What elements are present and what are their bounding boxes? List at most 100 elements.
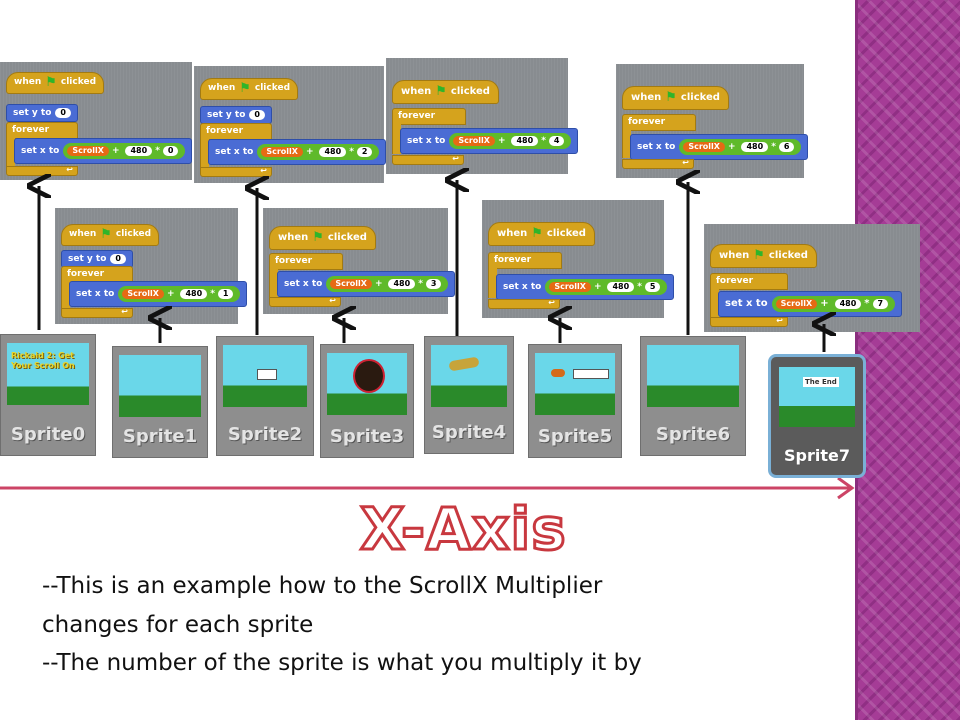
plus-operator[interactable]: ScrollX + 480 * 0	[63, 143, 186, 159]
multiply-operator[interactable]: 480 * 0	[122, 145, 182, 157]
sprite-label: Sprite3	[329, 426, 405, 447]
caption-line-1: --This is an example how to the ScrollX …	[42, 573, 603, 599]
forever-block[interactable]: forever	[269, 253, 343, 270]
base-value[interactable]: 480	[388, 279, 416, 289]
forever-foot: ↩	[710, 317, 788, 327]
scrollx-variable[interactable]: ScrollX	[683, 142, 725, 152]
set-x-block[interactable]: set x to ScrollX + 480 * 6	[630, 134, 809, 160]
when-flag-clicked-block[interactable]: when ⚑ clicked	[269, 226, 376, 250]
scrollx-variable[interactable]: ScrollX	[122, 289, 164, 299]
sprite-tile-5[interactable]: Sprite5	[528, 344, 622, 458]
plus-operator[interactable]: ScrollX + 480 * 6	[679, 139, 802, 155]
plus-operator[interactable]: ScrollX + 480 * 2	[257, 144, 380, 160]
sprite-label: Sprite6	[655, 424, 731, 445]
multiply-operator[interactable]: 480 * 7	[831, 298, 892, 310]
set-x-block[interactable]: set x to ScrollX + 480 * 1	[69, 281, 248, 307]
times-sign: *	[349, 146, 354, 157]
when-flag-clicked-block[interactable]: when ⚑ clicked	[200, 78, 299, 100]
sprite-tile-1[interactable]: Sprite1	[112, 346, 208, 458]
set-y-label: set y to	[13, 107, 52, 118]
when-flag-clicked-block[interactable]: when ⚑ clicked	[622, 86, 729, 110]
set-x-block[interactable]: set x to ScrollX + 480 * 2	[208, 139, 387, 165]
times-sign: *	[637, 281, 642, 292]
forever-block[interactable]: forever	[488, 252, 562, 269]
set-x-label: set x to	[76, 288, 115, 299]
multiplier-value[interactable]: 7	[872, 299, 889, 309]
scrollx-variable[interactable]: ScrollX	[775, 299, 818, 309]
multiplier-value[interactable]: 1	[217, 289, 234, 299]
plus-operator[interactable]: ScrollX + 480 * 3	[326, 276, 449, 292]
when-flag-clicked-block[interactable]: when ⚑ clicked	[61, 224, 160, 246]
loop-arrow-icon: ↩	[121, 307, 128, 316]
scrollx-variable[interactable]: ScrollX	[67, 146, 109, 156]
forever-block[interactable]: forever	[200, 123, 272, 140]
clicked-label: clicked	[768, 249, 808, 261]
forever-arm	[61, 280, 70, 308]
when-label: when	[497, 227, 528, 239]
base-value[interactable]: 480	[834, 299, 862, 309]
sprite-thumbnail: The End	[779, 367, 855, 427]
when-label: when	[208, 83, 236, 93]
set-y-value[interactable]: 0	[249, 110, 265, 120]
sprite-tile-3[interactable]: Sprite3	[320, 344, 414, 458]
scrollx-variable[interactable]: ScrollX	[261, 147, 303, 157]
set-x-block[interactable]: set x to ScrollX + 480 * 7	[718, 291, 903, 317]
multiplier-value[interactable]: 2	[356, 147, 373, 157]
set-x-block[interactable]: set x to ScrollX + 480 * 3	[277, 271, 456, 297]
x-axis-title: X-Axis	[359, 494, 568, 565]
base-value[interactable]: 480	[741, 142, 769, 152]
multiplier-value[interactable]: 4	[548, 136, 565, 146]
multiplier-value[interactable]: 3	[425, 279, 442, 289]
multiply-operator[interactable]: 480 * 2	[316, 146, 376, 158]
plus-operator[interactable]: ScrollX + 480 * 7	[771, 296, 896, 312]
scrollx-variable[interactable]: ScrollX	[549, 282, 591, 292]
multiply-operator[interactable]: 480 * 5	[604, 281, 664, 293]
multiplier-value[interactable]: 5	[644, 282, 661, 292]
green-flag-icon: ⚑	[100, 227, 112, 242]
set-y-value[interactable]: 0	[55, 108, 71, 118]
forever-block[interactable]: forever	[622, 114, 696, 131]
multiply-operator[interactable]: 480 * 6	[738, 141, 798, 153]
multiply-operator[interactable]: 480 * 3	[385, 278, 445, 290]
sprite-tile-2[interactable]: Sprite2	[216, 336, 314, 456]
multiply-operator[interactable]: 480 * 4	[508, 135, 568, 147]
forever-block[interactable]: forever	[392, 108, 466, 125]
loop-arrow-icon: ↩	[682, 158, 689, 167]
plus-operator[interactable]: ScrollX + 480 * 4	[449, 133, 572, 149]
multiply-operator[interactable]: 480 * 1	[177, 288, 237, 300]
base-value[interactable]: 480	[125, 146, 153, 156]
plus-operator[interactable]: ScrollX + 480 * 5	[545, 279, 668, 295]
sprite-tile-7-selected[interactable]: The End Sprite7	[768, 354, 866, 478]
green-flag-icon: ⚑	[45, 75, 57, 90]
when-flag-clicked-block[interactable]: when ⚑ clicked	[488, 222, 595, 246]
base-value[interactable]: 480	[319, 147, 347, 157]
when-flag-clicked-block[interactable]: when ⚑ clicked	[6, 72, 105, 94]
sprite-tile-6[interactable]: Sprite6	[640, 336, 746, 456]
forever-block[interactable]: forever	[710, 273, 788, 290]
sprite-thumbnail	[119, 355, 201, 417]
set-y-block[interactable]: set y to 0	[6, 104, 78, 122]
plus-operator[interactable]: ScrollX + 480 * 1	[118, 286, 241, 302]
scrollx-variable[interactable]: ScrollX	[453, 136, 495, 146]
set-x-label: set x to	[215, 146, 254, 157]
caption-line-3: --The number of the sprite is what you m…	[42, 650, 642, 676]
loop-arrow-icon: ↩	[452, 154, 459, 163]
when-flag-clicked-block[interactable]: when ⚑ clicked	[710, 244, 817, 268]
set-y-value[interactable]: 0	[110, 254, 126, 264]
sprite-label: Sprite2	[227, 424, 303, 445]
set-x-block[interactable]: set x to ScrollX + 480 * 0	[14, 138, 193, 164]
set-x-block[interactable]: set x to ScrollX + 480 * 4	[400, 128, 579, 154]
scrollx-variable[interactable]: ScrollX	[330, 279, 372, 289]
plus-sign: +	[374, 278, 383, 289]
sprite-tile-4[interactable]: Sprite4	[424, 336, 514, 454]
base-value[interactable]: 480	[607, 282, 635, 292]
multiplier-value[interactable]: 6	[778, 142, 795, 152]
forever-block[interactable]: forever	[6, 122, 78, 139]
when-flag-clicked-block[interactable]: when ⚑ clicked	[392, 80, 499, 104]
base-value[interactable]: 480	[511, 136, 539, 146]
multiplier-value[interactable]: 0	[162, 146, 179, 156]
set-y-block[interactable]: set y to 0	[200, 106, 272, 124]
base-value[interactable]: 480	[180, 289, 208, 299]
set-x-block[interactable]: set x to ScrollX + 480 * 5	[496, 274, 675, 300]
sprite-tile-0[interactable]: Rickaid 2: Get Your Scroll On Sprite0	[0, 334, 96, 456]
